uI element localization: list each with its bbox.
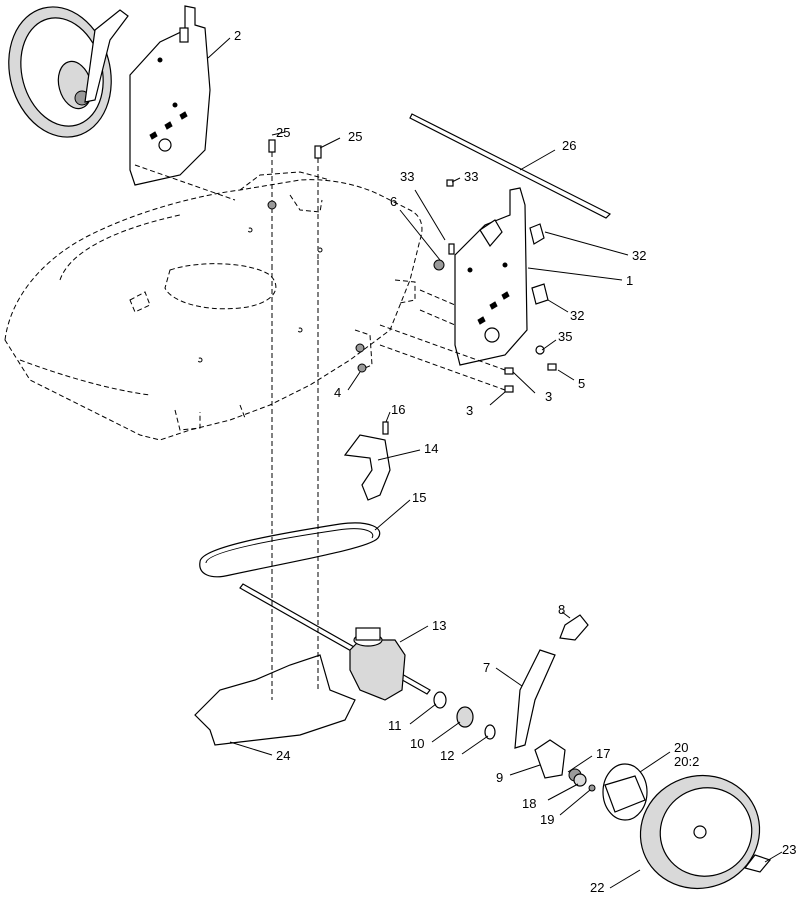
callout-25-a: 25 (276, 125, 290, 140)
callout-5: 5 (578, 376, 585, 391)
callout-labels: 2 25 25 26 33 33 6 32 1 32 35 5 4 3 3 16… (234, 28, 796, 895)
callout-20: 20 (674, 740, 688, 755)
callout-24: 24 (276, 748, 290, 763)
callout-35: 35 (558, 329, 572, 344)
callout-3-a: 3 (545, 389, 552, 404)
callout-4: 4 (334, 385, 341, 400)
shaft-hardware (433, 691, 496, 740)
drive-guard (194, 260, 356, 746)
right-wheel (639, 774, 772, 890)
callout-33-a: 33 (400, 169, 414, 184)
belt-guide-bracket (343, 421, 391, 501)
callout-2: 2 (234, 28, 241, 43)
callout-26: 26 (562, 138, 576, 153)
callout-17: 17 (596, 746, 610, 761)
left-wheel (8, 6, 129, 138)
left-height-plate (129, 5, 236, 201)
callout-25-b: 25 (348, 129, 362, 144)
drive-lever (514, 614, 589, 749)
leader-lines (207, 37, 783, 889)
callout-22: 22 (590, 880, 604, 895)
callout-10: 10 (410, 736, 424, 751)
right-height-plate (419, 187, 528, 366)
callout-18: 18 (522, 796, 536, 811)
drive-belt (199, 522, 381, 578)
callout-15: 15 (412, 490, 426, 505)
callout-20-2: 20:2 (674, 754, 699, 769)
bolt-25-right (314, 145, 322, 260)
hub-cap (602, 763, 648, 821)
callout-12: 12 (440, 748, 454, 763)
wheel-gear-assembly (534, 739, 596, 792)
callout-11: 11 (388, 718, 402, 733)
callout-14: 14 (424, 441, 438, 456)
callout-3-b: 3 (466, 403, 473, 418)
fasteners (355, 179, 557, 393)
callout-33-b: 33 (464, 169, 478, 184)
callout-32-b: 32 (570, 308, 584, 323)
callout-1: 1 (626, 273, 633, 288)
callout-23: 23 (782, 842, 796, 857)
bolt-25-left (267, 139, 277, 265)
callout-6: 6 (390, 194, 397, 209)
mower-deck (4, 171, 423, 441)
transmission (349, 627, 406, 701)
callout-8: 8 (558, 602, 565, 617)
handle-rod (409, 113, 612, 219)
callout-19: 19 (540, 812, 554, 827)
callout-16: 16 (391, 402, 405, 417)
callout-7: 7 (483, 660, 490, 675)
callout-13: 13 (432, 618, 446, 633)
callout-32-a: 32 (632, 248, 646, 263)
callout-9: 9 (496, 770, 503, 785)
